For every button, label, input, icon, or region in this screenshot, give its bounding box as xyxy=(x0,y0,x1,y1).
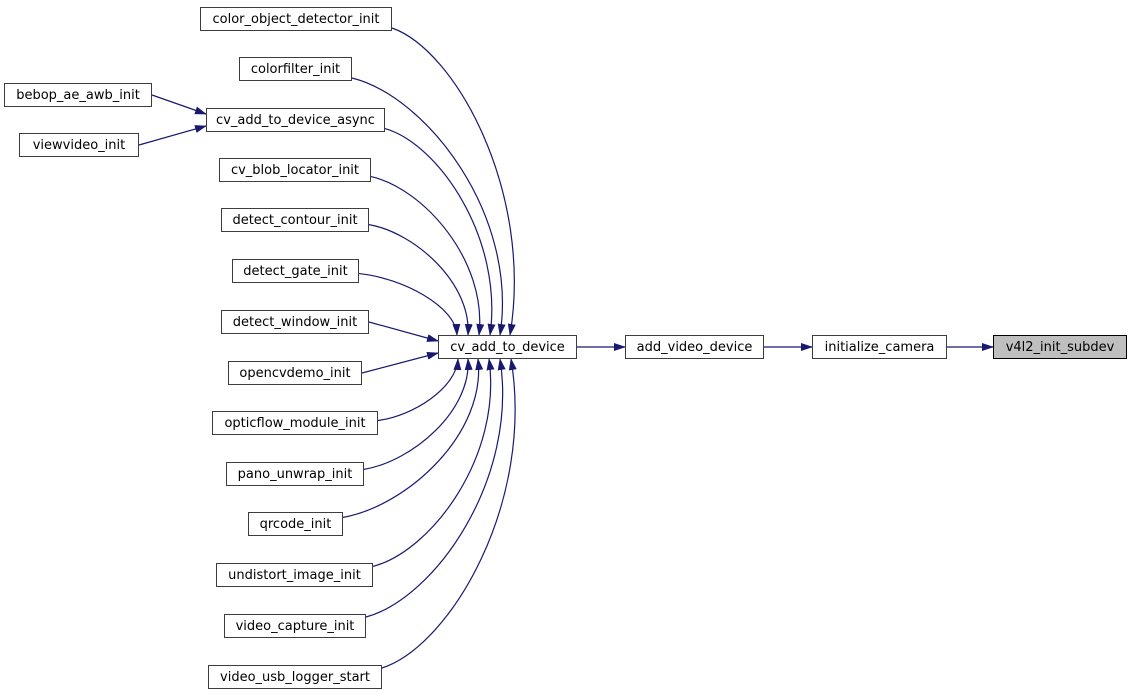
edge-opticflow_module_init-to-cv_add_to_device xyxy=(377,358,462,422)
node-detect_contour_init[interactable]: detect_contour_init xyxy=(221,208,369,232)
edge-cv_blob_locator_init-to-cv_add_to_device xyxy=(370,176,485,336)
node-label: cv_add_to_device xyxy=(450,339,565,355)
node-cv_add_to_device[interactable]: cv_add_to_device xyxy=(438,335,577,359)
node-detect_window_init[interactable]: detect_window_init xyxy=(221,310,369,334)
edge-cv_add_to_device_async-to-cv_add_to_device xyxy=(384,128,496,336)
edge-bebop_ae_awb_init-to-cv_add_to_device_async xyxy=(151,94,207,115)
node-v4l2_init_subdev: v4l2_init_subdev xyxy=(993,335,1127,359)
node-undistort_image_init[interactable]: undistort_image_init xyxy=(216,563,373,587)
edge-opencvdemo_init-to-cv_add_to_device xyxy=(361,351,439,374)
node-video_usb_logger_start[interactable]: video_usb_logger_start xyxy=(208,665,382,689)
node-pano_unwrap_init[interactable]: pano_unwrap_init xyxy=(226,462,364,486)
node-label: bebop_ae_awb_init xyxy=(16,87,140,103)
node-add_video_device[interactable]: add_video_device xyxy=(625,335,764,359)
node-colorfilter_init[interactable]: colorfilter_init xyxy=(239,57,352,81)
edge-undistort_image_init-to-cv_add_to_device xyxy=(372,358,495,567)
node-cv_add_to_device_async[interactable]: cv_add_to_device_async xyxy=(206,108,385,132)
edge-pano_unwrap_init-to-cv_add_to_device xyxy=(363,358,473,470)
node-video_capture_init[interactable]: video_capture_init xyxy=(224,614,366,638)
node-detect_gate_init[interactable]: detect_gate_init xyxy=(232,259,359,283)
node-label: video_capture_init xyxy=(235,618,355,634)
node-label: v4l2_init_subdev xyxy=(1005,339,1115,355)
node-label: initialize_camera xyxy=(824,339,935,355)
node-label: viewvideo_init xyxy=(32,137,126,153)
node-color_object_detector_init[interactable]: color_object_detector_init xyxy=(200,7,392,31)
edge-video_capture_init-to-cv_add_to_device xyxy=(365,358,506,618)
edge-color_object_detector_init-to-cv_add_to_device xyxy=(391,27,516,336)
node-label: detect_window_init xyxy=(232,314,358,330)
edge-detect_contour_init-to-cv_add_to_device xyxy=(368,224,473,336)
node-label: colorfilter_init xyxy=(250,61,341,77)
node-label: opticflow_module_init xyxy=(224,415,366,431)
node-label: undistort_image_init xyxy=(228,567,361,583)
node-label: color_object_detector_init xyxy=(212,11,380,27)
node-label: video_usb_logger_start xyxy=(220,669,370,685)
node-label: pano_unwrap_init xyxy=(237,466,353,482)
node-label: cv_blob_locator_init xyxy=(230,162,360,178)
edge-detect_window_init-to-cv_add_to_device xyxy=(368,321,439,342)
node-label: detect_contour_init xyxy=(232,212,358,228)
node-qrcode_init[interactable]: qrcode_init xyxy=(248,512,343,536)
node-label: detect_gate_init xyxy=(243,263,348,279)
edge-viewvideo_init-to-cv_add_to_device_async xyxy=(138,125,207,146)
edge-detect_gate_init-to-cv_add_to_device xyxy=(358,272,461,336)
node-cv_blob_locator_init[interactable]: cv_blob_locator_init xyxy=(219,158,371,182)
node-label: opencvdemo_init xyxy=(239,365,351,381)
edge-video_usb_logger_start-to-cv_add_to_device xyxy=(381,358,517,669)
edge-qrcode_init-to-cv_add_to_device xyxy=(342,358,484,518)
node-label: cv_add_to_device_async xyxy=(216,112,375,128)
node-bebop_ae_awb_init[interactable]: bebop_ae_awb_init xyxy=(4,83,152,107)
node-label: add_video_device xyxy=(636,339,753,355)
node-opticflow_module_init[interactable]: opticflow_module_init xyxy=(212,411,378,435)
node-opencvdemo_init[interactable]: opencvdemo_init xyxy=(228,361,362,385)
node-label: qrcode_init xyxy=(259,516,332,532)
node-viewvideo_init[interactable]: viewvideo_init xyxy=(19,133,139,157)
node-initialize_camera[interactable]: initialize_camera xyxy=(812,335,947,359)
